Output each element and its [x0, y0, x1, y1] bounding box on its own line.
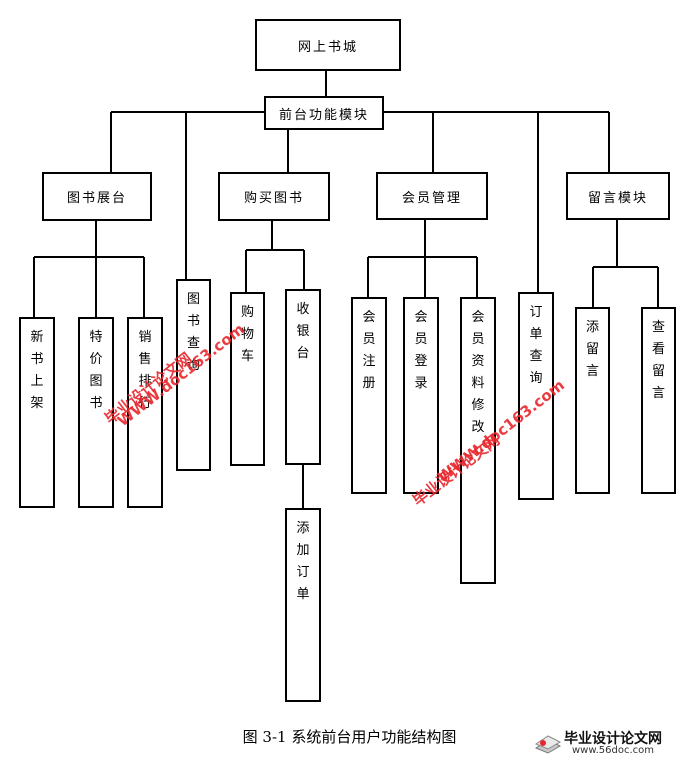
message-node: 留言模块 — [566, 172, 670, 220]
register-label: 会员注册 — [362, 310, 376, 391]
add-order-label: 添加订单 — [296, 521, 310, 602]
order-query-label: 订单查询 — [529, 305, 543, 386]
cart-node: 购物车 — [230, 292, 265, 466]
logo-url: www.56doc.com — [572, 745, 655, 756]
search-node: 图书查询 — [176, 279, 211, 471]
order-query-node: 订单查询 — [518, 292, 554, 500]
modify-label: 会员资料修改 — [471, 310, 485, 435]
buy-node: 购买图书 — [218, 172, 330, 221]
root-node: 网上书城 — [255, 19, 401, 71]
register-node: 会员注册 — [351, 297, 387, 494]
view-msg-label: 查看留言 — [651, 320, 665, 401]
modify-node: 会员资料修改 — [460, 297, 496, 584]
cart-label: 购物车 — [240, 305, 254, 364]
ranking-node: 销售排行 — [127, 317, 163, 508]
root-label: 网上书城 — [297, 39, 358, 55]
books-label: 图书展台 — [66, 191, 127, 206]
view-msg-node: 查看留言 — [641, 307, 676, 494]
new-books-label: 新书上架 — [30, 330, 44, 411]
message-label: 留言模块 — [587, 190, 648, 206]
login-label: 会员登录 — [414, 310, 428, 391]
buy-label: 购买图书 — [243, 191, 304, 206]
add-order-node: 添加订单 — [285, 508, 321, 702]
figure-caption: 图 3-1 系统前台用户功能结构图 — [242, 728, 457, 746]
frontend-node: 前台功能模块 — [264, 96, 384, 130]
add-msg-label: 添留言 — [585, 320, 599, 379]
checkout-label: 收银台 — [296, 302, 310, 361]
logo-text: 毕业设计论文网 — [564, 731, 662, 747]
special-node: 特价图书 — [78, 317, 114, 508]
frontend-label: 前台功能模块 — [278, 107, 369, 123]
site-logo: 毕业设计论文网 www.56doc.com — [534, 728, 694, 758]
ranking-label: 销售排行 — [138, 330, 152, 411]
search-label: 图书查询 — [186, 292, 200, 373]
add-msg-node: 添留言 — [575, 307, 610, 494]
member-node: 会员管理 — [376, 172, 488, 220]
special-label: 特价图书 — [89, 330, 103, 411]
login-node: 会员登录 — [403, 297, 439, 494]
member-label: 会员管理 — [401, 190, 462, 206]
checkout-node: 收银台 — [285, 289, 321, 465]
books-node: 图书展台 — [42, 172, 152, 221]
new-books-node: 新书上架 — [19, 317, 55, 508]
book-logo-icon — [534, 735, 562, 754]
